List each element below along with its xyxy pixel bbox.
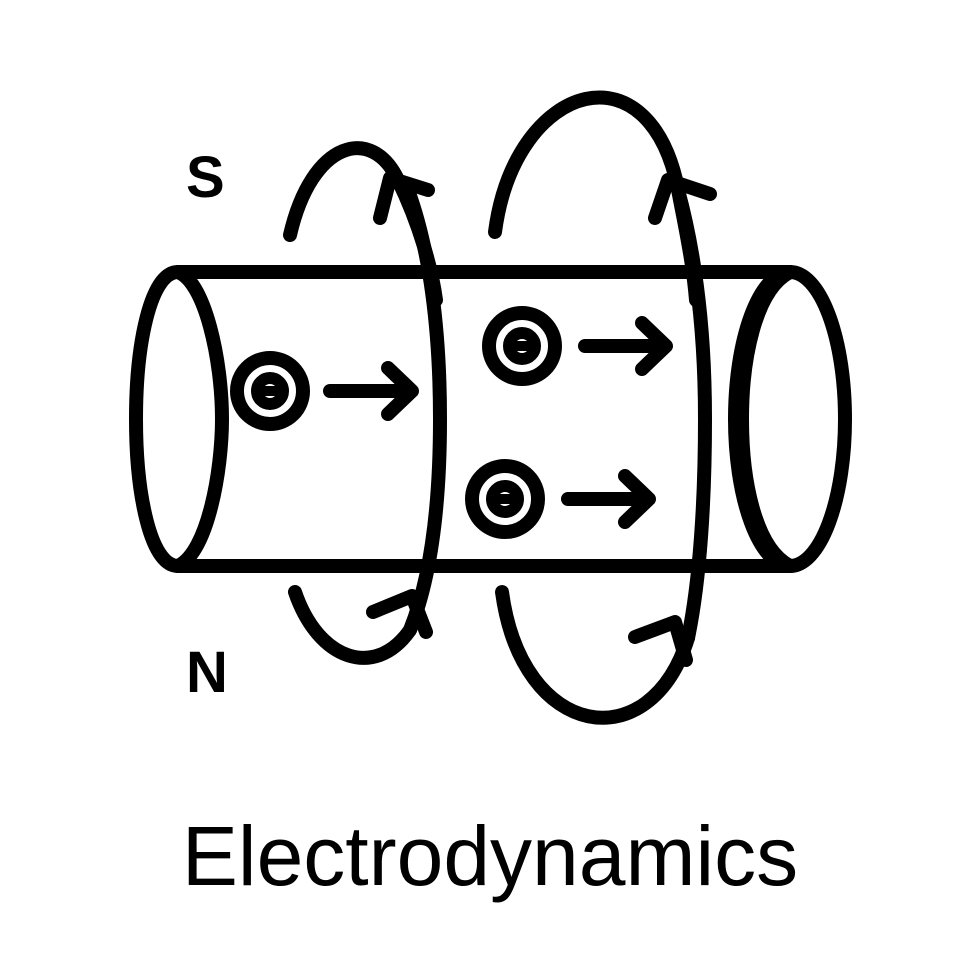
electron-circle (482, 306, 562, 386)
field-arrowhead-left-bottom (366, 589, 433, 639)
field-loop-right-front (671, 183, 712, 645)
wire-left-end-ellipse (129, 265, 229, 573)
icon-caption: Electrodynamics (181, 809, 799, 903)
motion-arrow-1 (323, 361, 419, 421)
arrow-right-icon (381, 361, 419, 421)
field-arrowhead-right-bottom (628, 615, 693, 667)
field-arrowhead-right-top (648, 173, 717, 225)
electron-1 (230, 351, 310, 431)
field-loop-left-front (401, 183, 447, 637)
electron-circle (230, 351, 310, 431)
pole-label-south: S (186, 145, 225, 210)
motion-arrow-2 (578, 316, 673, 376)
wire-right-end-inner-arc (735, 265, 797, 573)
pole-label-north: N (186, 640, 228, 705)
field-loop-left-lower-arc (288, 585, 417, 665)
arrow-right-icon (618, 469, 656, 529)
arrow-right-icon (635, 316, 673, 376)
electron-3 (465, 459, 545, 539)
electron-2 (482, 306, 562, 386)
electron-circle (465, 459, 545, 539)
field-arrowhead-left-top (373, 171, 435, 225)
field-loop-right-lower-arc (495, 585, 695, 725)
motion-arrow-3 (561, 469, 656, 529)
wire-cylinder (129, 265, 852, 573)
